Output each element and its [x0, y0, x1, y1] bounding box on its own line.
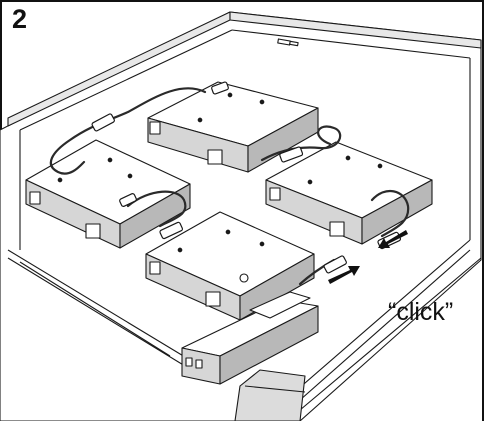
led-driver-left — [25, 139, 191, 249]
cable-connectors — [91, 81, 402, 274]
push-arrows — [328, 230, 408, 284]
led-driver-top — [147, 81, 319, 173]
arrow-left-icon — [378, 230, 408, 248]
led-driver-right — [265, 141, 433, 245]
arrow-right-icon — [328, 266, 360, 284]
led-driver-front — [145, 211, 315, 321]
step-number: 2 — [12, 4, 28, 34]
junction-box — [181, 291, 319, 385]
click-annotation: “click” — [388, 298, 454, 326]
